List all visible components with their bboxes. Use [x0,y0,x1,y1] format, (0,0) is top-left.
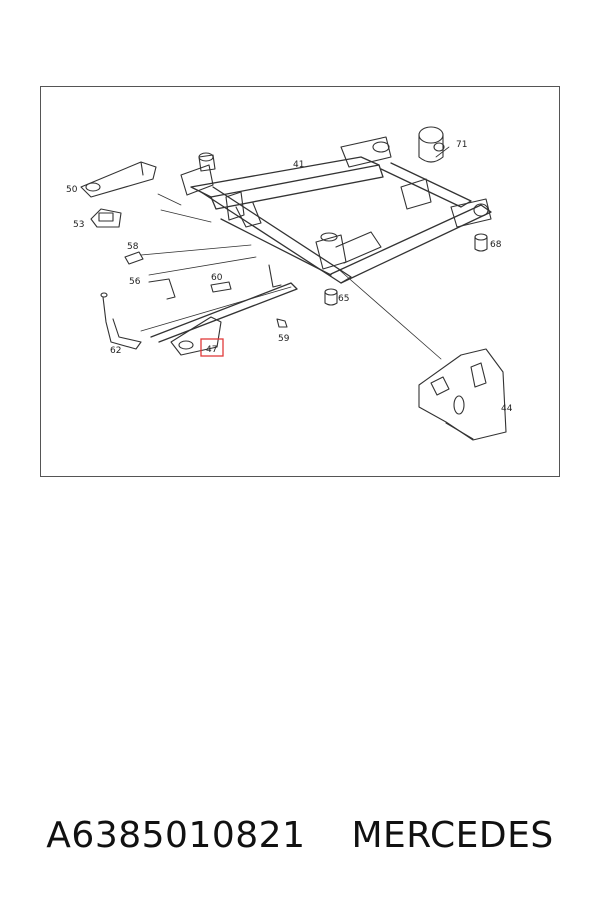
bushing-71 [418,126,445,163]
callout-62: 62 [110,346,121,356]
callout-59: 59 [278,334,290,344]
subframe-rails [150,156,492,343]
bracket-62 [100,292,142,350]
rear-mount-left [315,231,382,270]
right-mount [340,136,492,228]
leader-lines [140,146,450,360]
callout-68: 68 [490,240,502,250]
callout-65: 65 [338,294,349,304]
cover-50 [80,161,157,198]
callout-41: 41 [293,160,304,170]
cover-47 [170,316,222,356]
bracket-60 [210,264,282,293]
callout-47: 47 [206,345,217,355]
bolt-59 [276,318,288,328]
callout-53: 53 [73,220,84,230]
callout-58: 58 [127,242,139,252]
callout-71: 71 [456,140,467,150]
callout-50: 50 [66,185,78,195]
callout-labels: 41 44 47 50 53 56 58 59 60 62 65 68 71 [66,140,513,414]
highlight-box-47 [200,338,224,357]
parts-diagram-frame: 41 44 47 50 53 56 58 59 60 62 65 68 71 [40,86,560,477]
subframe-exploded-diagram: 41 44 47 50 53 56 58 59 60 62 65 68 71 [66,126,513,441]
bracket-56 [148,278,176,300]
bushing-68 [474,233,488,252]
clip-58 [124,251,144,265]
callout-56: 56 [129,277,141,287]
callout-44: 44 [501,404,513,414]
part-caption: A6385010821 MERCEDES [0,800,600,870]
bracket-plate-44 [418,348,507,441]
front-crossmember [180,152,262,228]
bushing-65 [324,288,338,306]
brand-name: MERCEDES [351,814,554,856]
part-number: A6385010821 [46,814,306,856]
callout-60: 60 [211,273,223,283]
cap-53 [90,208,122,228]
